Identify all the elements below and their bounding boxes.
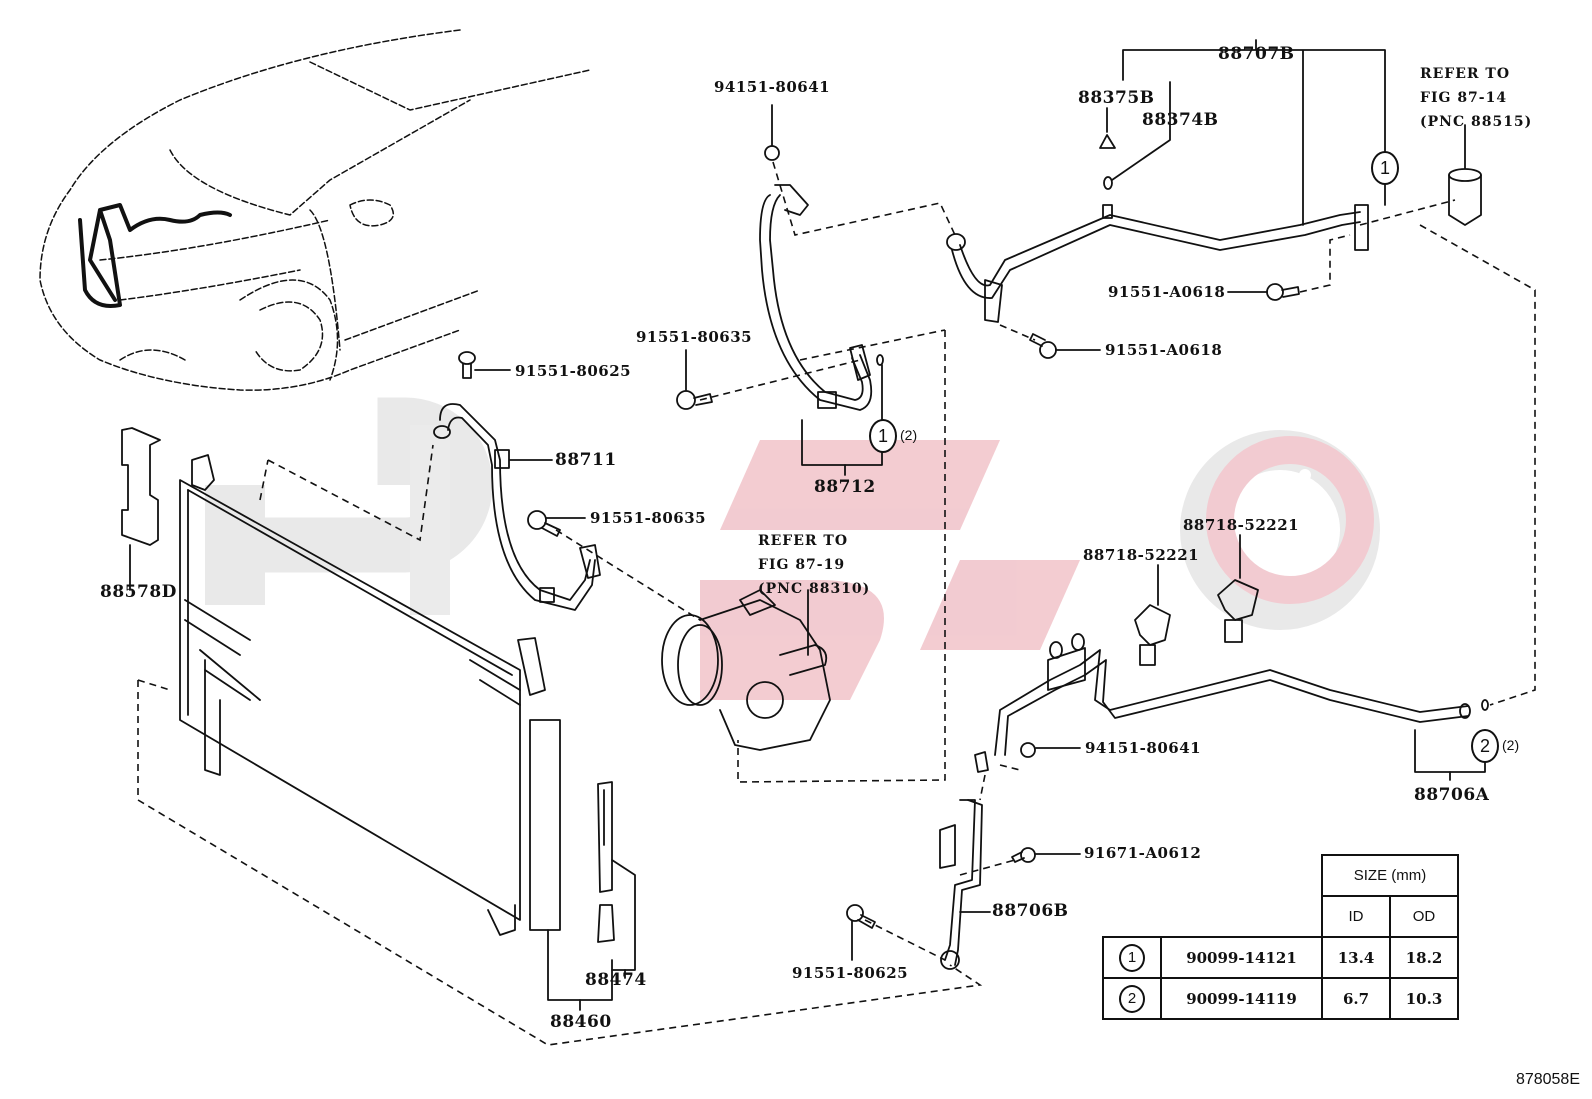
watermark-pink-ring [1206,436,1374,604]
label-88706B: 88706B [992,901,1069,921]
row-od: 10.3 [1389,977,1459,1020]
callout-qty-2: (2) [1502,737,1520,753]
o-ring-size-table: SIZE (mm) ID OD 1 90099-14121 13.4 18.2 … [1102,854,1459,1020]
refer-line-3: (PNC 88515) [1420,114,1533,130]
part-88460-condenser [179,454,561,936]
label-91551-A0618-left: 91551-A0618 [1105,341,1223,359]
callout-o-ring-2: 2 [1471,729,1499,763]
car-highlight-piping [78,203,232,308]
bolt-91551-80625-bottom [846,904,876,929]
clamp-88718-left [1134,604,1171,666]
bolt-91551-80635-mid [527,510,561,537]
label-88718-52221-left: 88718-52221 [1083,546,1200,564]
part-88707B-pipe [946,204,1369,323]
compressor [661,589,831,751]
part-88706B-pipe [939,751,989,970]
clamp-88718-right [1217,579,1259,643]
valve-core-88374B [1103,176,1113,190]
car-outline [39,29,591,391]
label-91551-80635-mid: 91551-80635 [590,509,707,527]
bolt-91551-A0618-left [1029,333,1057,359]
part-88474-dryer [597,781,636,971]
row-ref-circle: 2 [1119,984,1145,1013]
bolt-91671-A0612 [1011,847,1036,863]
table-row: 1 90099-14121 13.4 18.2 [1102,936,1459,979]
assembly-dashed-lines [137,161,1536,1046]
table-row: 2 90099-14119 6.7 10.3 [1102,977,1459,1020]
watermark-logo [205,397,1380,700]
refer-line-1: REFER TO [1420,66,1511,82]
part-88712-hose [759,184,873,411]
row-part-number: 90099-14121 [1160,936,1323,979]
leader-88712 [801,419,883,466]
expansion-valve [1448,168,1482,226]
refer-line-2: FIG 87-19 [758,557,846,573]
callout-qty-1: (2) [900,427,918,443]
refer-line-3: (PNC 88310) [758,581,871,597]
label-91551-80625-bottom: 91551-80625 [792,964,909,982]
label-88711: 88711 [555,450,617,470]
label-91551-A0618-right: 91551-A0618 [1108,283,1226,301]
label-88718-52221-right: 88718-52221 [1183,516,1300,534]
label-88706A: 88706A [1414,785,1490,805]
row-id: 13.4 [1321,936,1391,979]
label-88578D: 88578D [100,582,177,602]
bolt-91551-A0618-right [1266,283,1300,301]
watermark-gray-bar [410,425,450,615]
refer-fig-87-19: REFER TO FIG 87-19 (PNC 88310) [758,529,870,601]
label-88474: 88474 [585,970,647,990]
bolt-91551-80625-top [458,351,476,379]
row-id: 6.7 [1321,977,1391,1020]
label-91551-80625-top: 91551-80625 [515,362,632,380]
callout-o-ring-1-mid: 1 [869,419,897,453]
part-88706A-pipe [994,633,1471,756]
refer-fig-87-14: REFER TO FIG 87-14 (PNC 88515) [1420,62,1532,134]
callout-o-ring-1-top: 1 [1371,151,1399,185]
watermark-pink-bar [720,440,1000,530]
leader-88374B [1111,81,1171,181]
label-91551-80635-upper: 91551-80635 [636,328,753,346]
o-ring-2 [1481,699,1489,711]
column-od: OD [1389,895,1459,938]
size-header: SIZE (mm) [1321,854,1459,897]
part-88578D-pad [121,427,161,546]
label-94151-80641-mid: 94151-80641 [1085,739,1202,757]
column-id: ID [1321,895,1391,938]
refer-line-1: REFER TO [758,533,849,549]
bolt-91551-80635-upper [676,390,713,410]
watermark-dot [1299,469,1311,481]
label-88375B: 88375B [1078,88,1155,108]
part-88711-hose [433,403,601,611]
figure-code: 878058E [1515,1071,1580,1088]
label-88707B: 88707B [1218,44,1295,64]
label-88460: 88460 [550,1012,612,1032]
cap-88375B [1099,134,1116,149]
row-part-number: 90099-14119 [1160,977,1323,1020]
leader-88707B [1122,39,1386,226]
label-94151-80641-top: 94151-80641 [714,78,831,96]
table-header-row: SIZE (mm) [1103,854,1459,897]
label-88374B: 88374B [1142,110,1219,130]
label-88712: 88712 [814,477,876,497]
row-ref-circle: 1 [1119,943,1145,972]
label-91671-A0612: 91671-A0612 [1084,844,1202,862]
nut-94151-80641-mid [1020,742,1036,758]
nut-94151-80641-top [764,145,780,161]
watermark-pink-shape-2 [920,560,1080,650]
table-subheader-row: ID OD [1103,895,1459,938]
row-od: 18.2 [1389,936,1459,979]
o-ring-1 [876,354,884,366]
refer-line-2: FIG 87-14 [1420,90,1508,106]
